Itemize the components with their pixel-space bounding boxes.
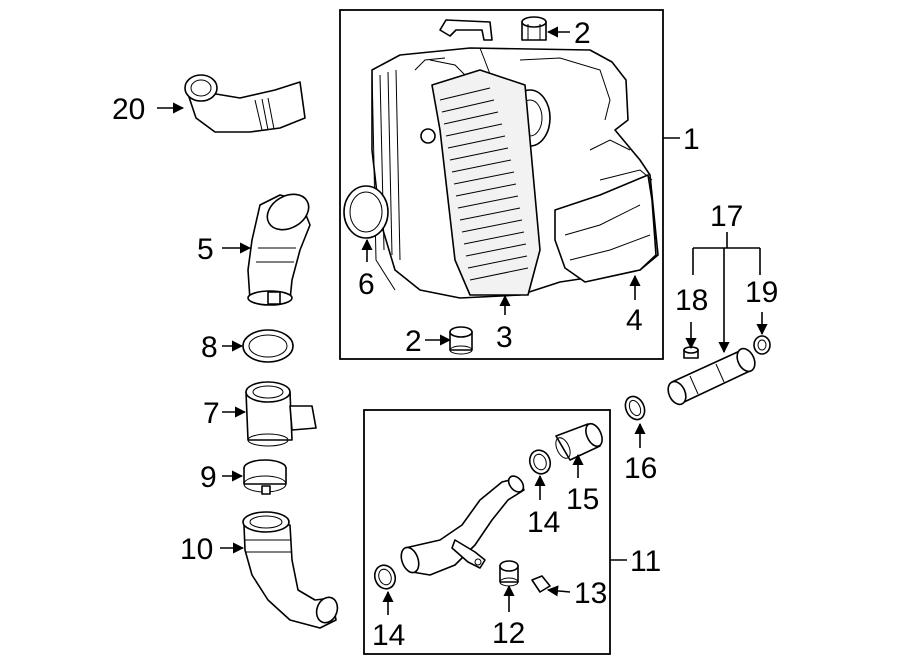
- housing-clip: [439, 19, 493, 41]
- housing-shield: [554, 174, 657, 283]
- resonator-tube: [400, 475, 525, 576]
- outlet-duct: [184, 74, 306, 133]
- hose-clamp-left: [373, 564, 397, 590]
- tube-clamp: [624, 395, 646, 421]
- tube-fitting: [531, 575, 551, 593]
- callout-4: 4: [626, 304, 643, 337]
- callout-14-left: 14: [372, 619, 405, 652]
- callout-16: 16: [624, 452, 657, 485]
- callout-15: 15: [566, 483, 599, 516]
- callout-14-right: 14: [527, 506, 560, 539]
- callout-5: 5: [197, 233, 214, 266]
- callout-10: 10: [180, 533, 213, 566]
- elbow-duct: [247, 193, 311, 306]
- callout-17: 17: [710, 200, 743, 233]
- callout-20: 20: [112, 93, 145, 126]
- callout-11: 11: [630, 545, 661, 578]
- callout-9: 9: [200, 461, 217, 494]
- intake-duct: [242, 511, 339, 629]
- callout-3: 3: [496, 321, 513, 354]
- air-filter-element: [431, 69, 541, 296]
- hose-clamp-right: [528, 449, 552, 475]
- callout-13: 13: [574, 577, 607, 610]
- housing-seal: [343, 185, 389, 239]
- mass-air-flow-sensor: [245, 381, 317, 447]
- duct-clamp: [243, 459, 287, 495]
- grommet-bottom: [449, 326, 473, 355]
- sensor-seal: [242, 329, 294, 363]
- connector-hose: [555, 422, 603, 461]
- tube-o-ring: [753, 335, 771, 355]
- leader-13: [546, 585, 571, 597]
- air-cleaner-assembly-frame: [339, 9, 664, 360]
- callout-12: 12: [492, 617, 525, 650]
- callout-8: 8: [201, 331, 218, 364]
- duct-assembly-frame: [363, 409, 611, 655]
- callout-7: 7: [203, 397, 220, 430]
- callout-2-bottom: 2: [405, 325, 422, 358]
- callout-1: 1: [683, 123, 700, 156]
- callout-19: 19: [745, 276, 778, 309]
- callout-2-top: 2: [574, 17, 591, 50]
- grommet-top: [521, 16, 547, 41]
- tube-grommet-lower: [499, 560, 519, 587]
- inlet-tube: [667, 347, 756, 406]
- callout-18: 18: [675, 284, 708, 317]
- callout-6: 6: [358, 268, 375, 301]
- tube-grommet: [683, 346, 699, 359]
- leader-17-bracket: [692, 232, 761, 354]
